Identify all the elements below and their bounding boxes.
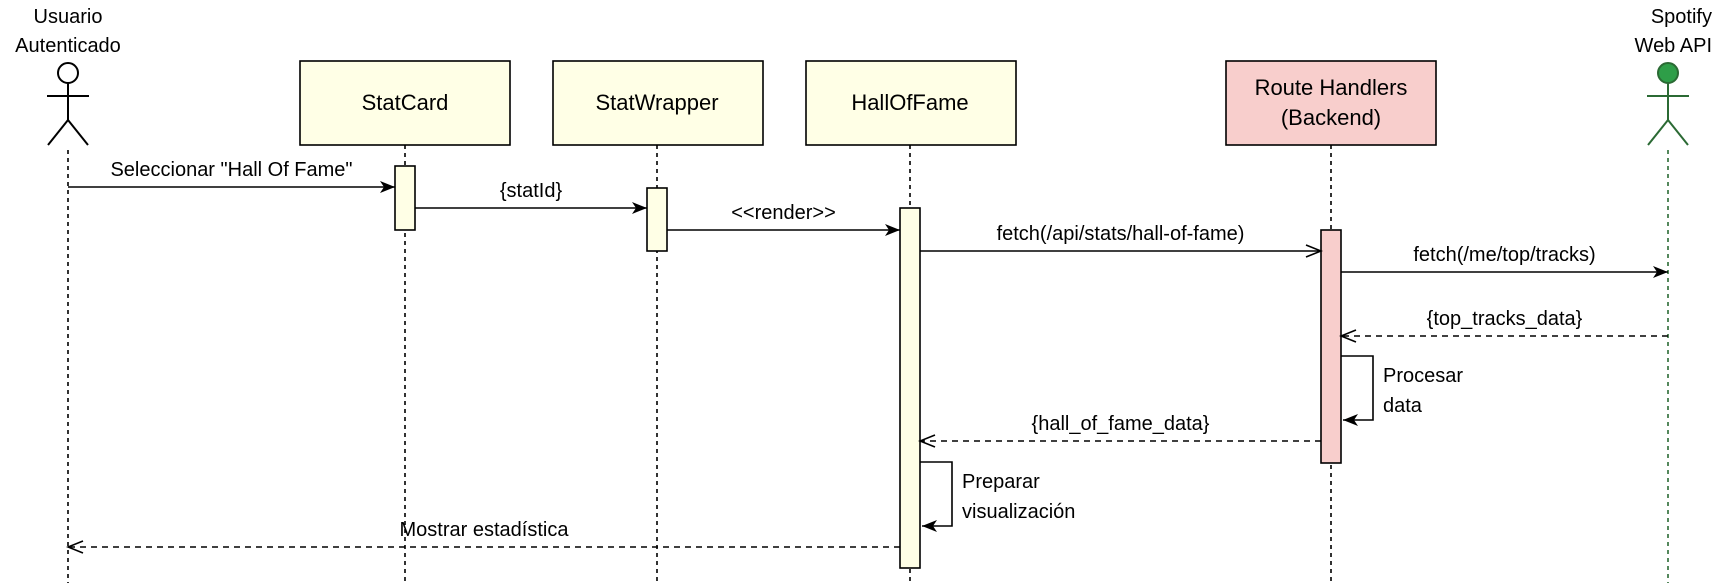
message-self-arrow <box>1341 355 1374 426</box>
message-label: fetch(/me/top/tracks) <box>1413 244 1595 266</box>
message-label: {top_tracks_data} <box>1427 308 1583 330</box>
message-6: {top_tracks_data} <box>1341 308 1668 336</box>
message-label: <<render>> <box>731 202 836 224</box>
message-8: {hall_of_fame_data} <box>920 413 1321 441</box>
message-1: Seleccionar "Hall Of Fame" <box>68 159 395 193</box>
message-10: Mostrar estadística <box>68 519 900 547</box>
participant-label-statcard: StatCard <box>362 90 449 115</box>
participant-box-routehandlers <box>1225 60 1437 146</box>
message-label: Preparar <box>962 471 1040 493</box>
participant-statwrapper: StatWrapper <box>552 60 764 146</box>
participant-routehandlers: Route Handlers (Backend) <box>1225 60 1437 146</box>
message-label: data <box>1383 395 1423 417</box>
activation-bar-statwrapper <box>646 187 668 252</box>
message-3: <<render>> <box>667 202 900 236</box>
activation-bar-routehandlers <box>1320 229 1342 464</box>
actor-label-spotify: Web API <box>1635 35 1712 57</box>
actor-label-spotify: Spotify <box>1651 6 1712 28</box>
actor-label-usuario: Autenticado <box>15 35 121 57</box>
participant-label-halloffame: HallOfFame <box>851 90 968 115</box>
actor-label-usuario: Usuario <box>34 6 103 28</box>
participant-box-statwrapper <box>552 60 764 146</box>
message-label: {statId} <box>500 180 563 202</box>
message-5: fetch(/me/top/tracks) <box>1341 244 1668 278</box>
message-2: {statId} <box>415 180 647 214</box>
activation-bar-statcard <box>394 165 416 231</box>
actor-figure-icon <box>1647 62 1689 146</box>
message-label: visualización <box>962 501 1075 523</box>
message-label: Procesar <box>1383 365 1463 387</box>
message-4: fetch(/api/stats/hall-of-fame) <box>920 223 1321 251</box>
message-label: Mostrar estadística <box>400 519 570 541</box>
actor-figure-icon <box>47 62 89 146</box>
message-label: {hall_of_fame_data} <box>1032 413 1210 435</box>
participant-label-routehandlers: (Backend) <box>1281 105 1381 130</box>
participant-statcard: StatCard <box>299 60 511 146</box>
message-self-arrow <box>920 461 953 532</box>
message-label: fetch(/api/stats/hall-of-fame) <box>997 223 1245 245</box>
participant-label-statwrapper: StatWrapper <box>595 90 718 115</box>
message-9: Preparar visualización <box>920 461 1075 532</box>
participant-box-statcard <box>299 60 511 146</box>
participant-box-halloffame <box>805 60 1017 146</box>
message-7: Procesar data <box>1341 355 1463 426</box>
participant-label-routehandlers: Route Handlers <box>1255 75 1408 100</box>
participant-halloffame: HallOfFame <box>805 60 1017 146</box>
message-label: Seleccionar "Hall Of Fame" <box>110 159 352 181</box>
activation-bar-halloffame <box>899 207 921 569</box>
